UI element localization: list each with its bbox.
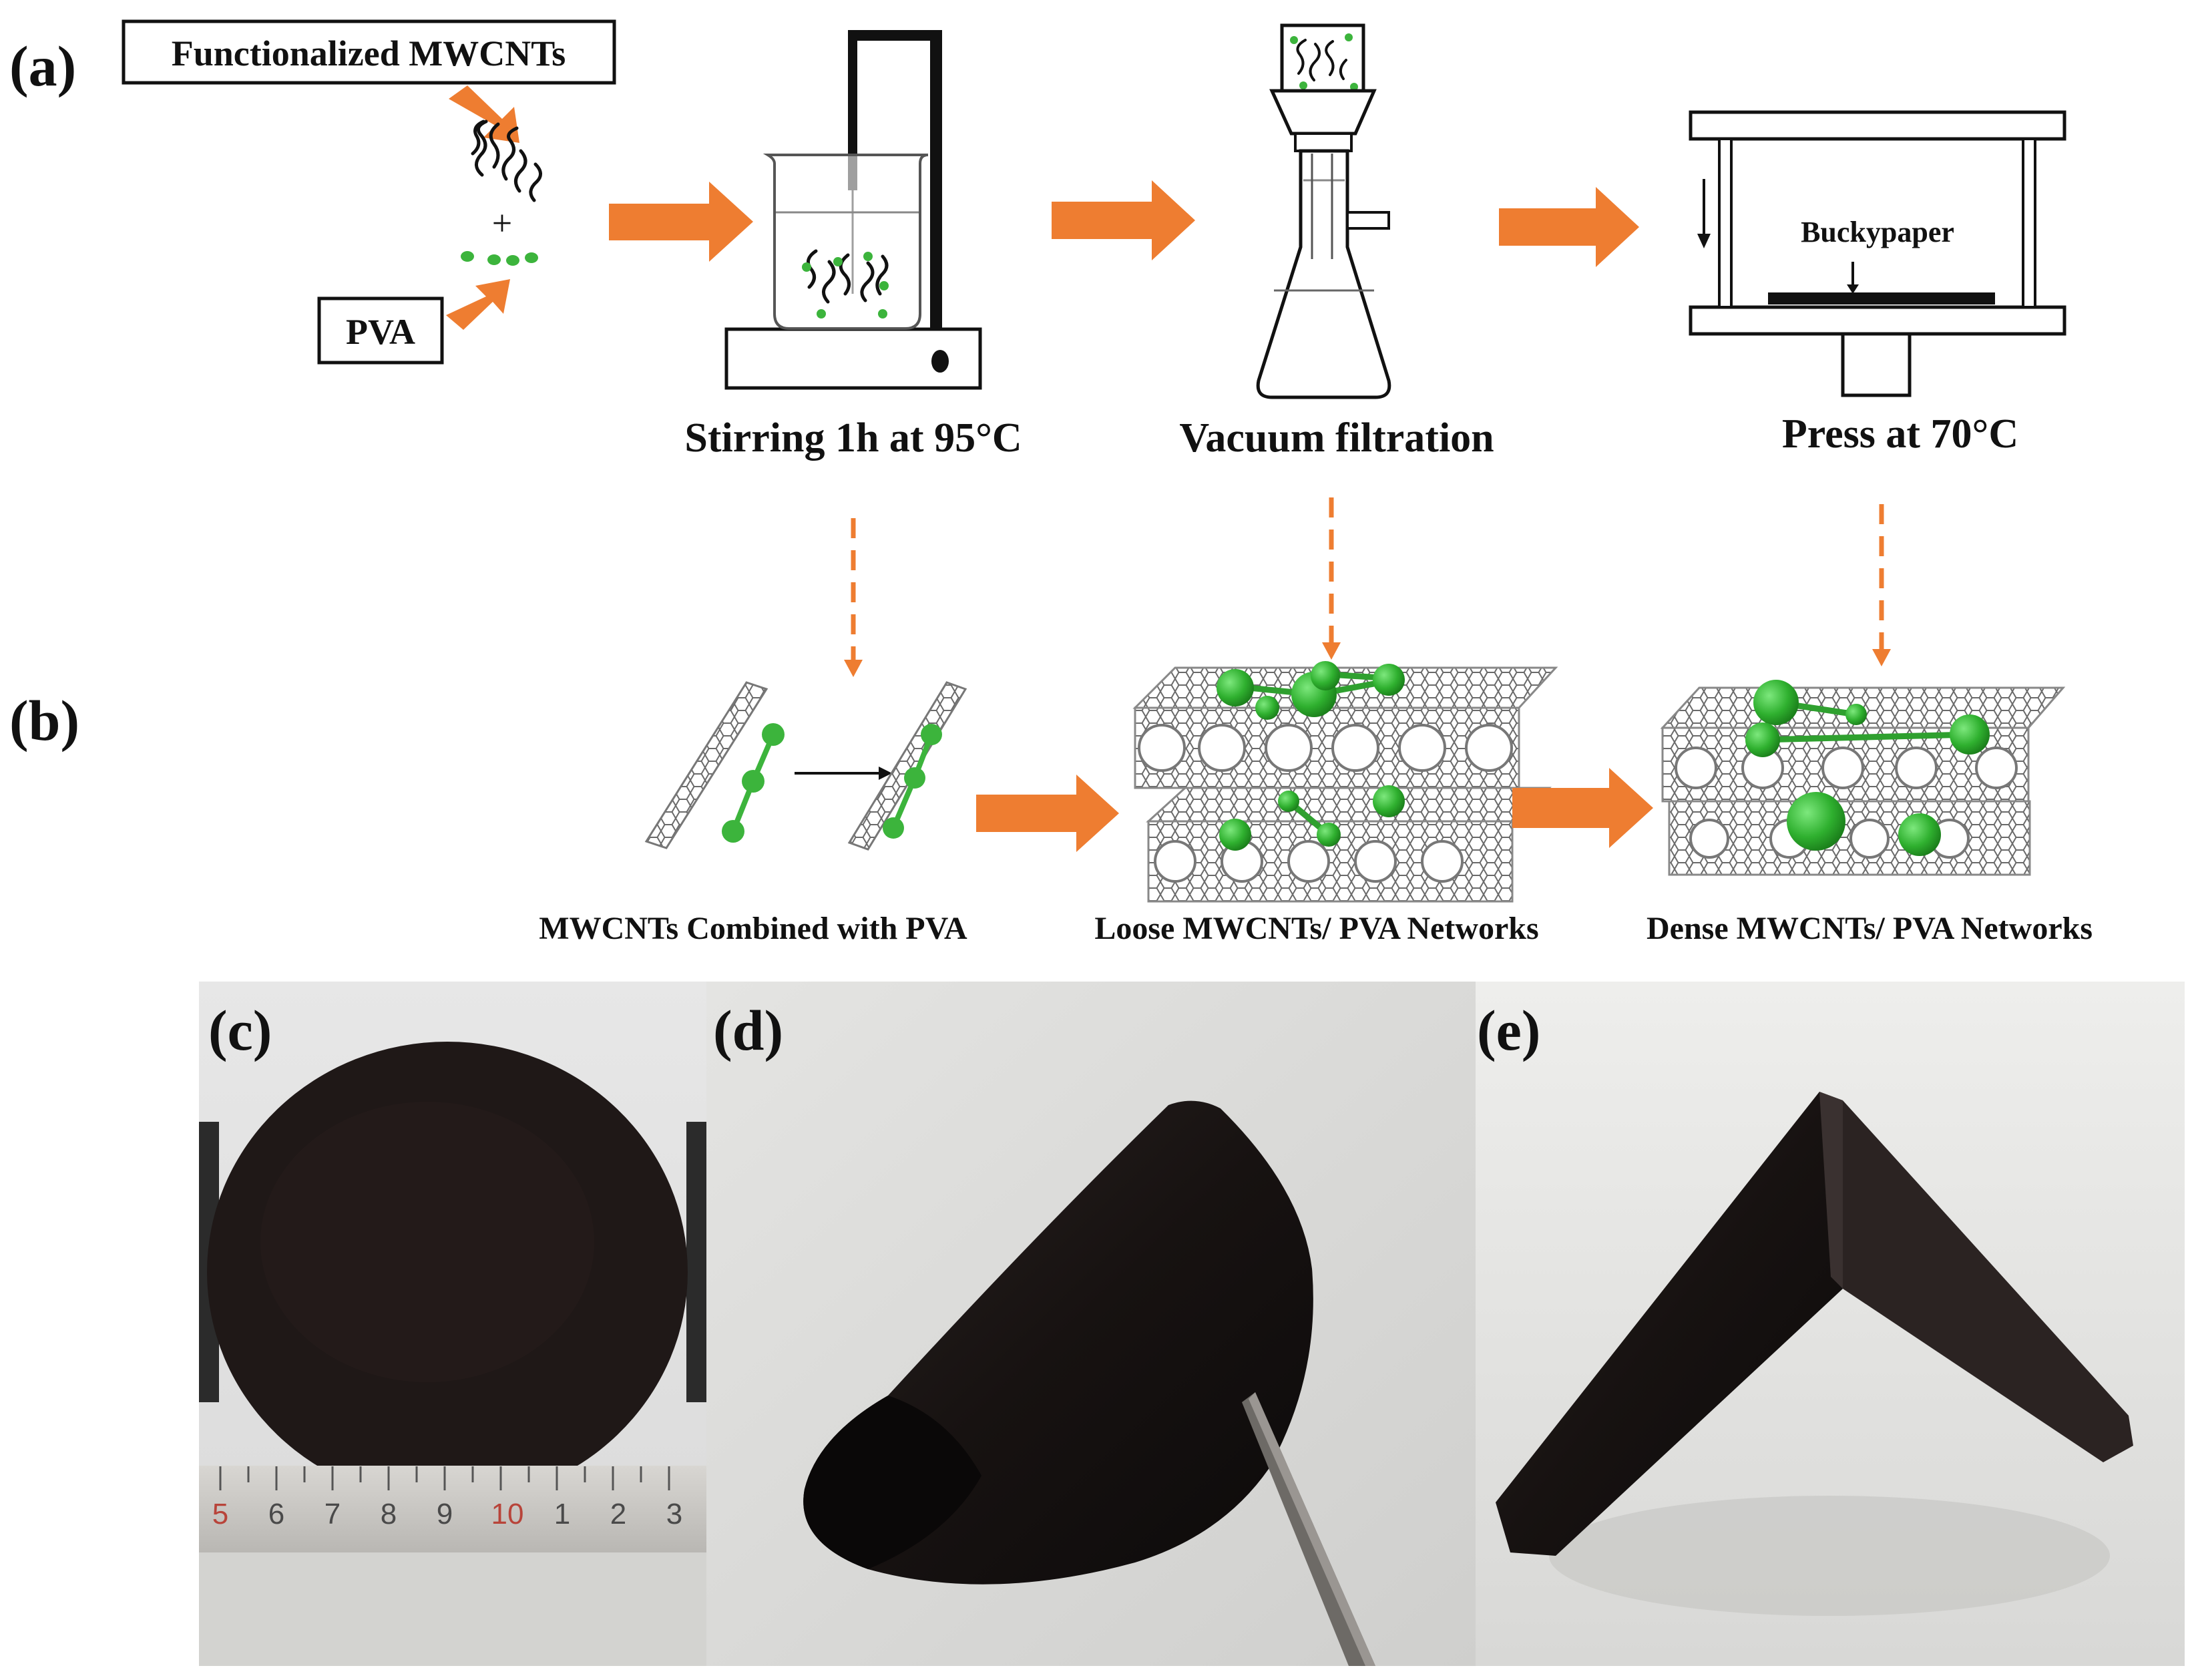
beaker — [762, 154, 929, 330]
vacuum-filtration-apparatus — [1256, 23, 1391, 399]
photo-panel-c: 5 6 7 8 9 10 1 2 3 (c) — [199, 982, 706, 1666]
ruler-number: 8 — [381, 1498, 397, 1530]
mwcnt-tangle-icon — [471, 120, 542, 202]
network-label-combined: MWCNTs Combined with PVA — [539, 911, 967, 946]
step-label-vacuum: Vacuum filtration — [1179, 415, 1494, 461]
pva-chain-icon — [722, 723, 785, 843]
panel-label-e: (e) — [1477, 998, 1540, 1062]
dashed-connector-heads — [844, 642, 1891, 677]
ruler-number: 10 — [491, 1498, 524, 1530]
mix-plus-sign: + — [492, 203, 512, 243]
pva-input-box: PVA — [317, 296, 444, 365]
photo-panel-e: (e) — [1476, 982, 2185, 1666]
ruler-number: 3 — [666, 1498, 682, 1530]
filter-funnel-cone — [1269, 89, 1377, 136]
stand-arm — [848, 30, 941, 41]
single-nanotube-icon — [644, 681, 769, 849]
network-label-dense: Dense MWCNTs/ PVA Networks — [1647, 911, 2093, 946]
process-arrow-1 — [609, 182, 753, 262]
process-arrow-b1 — [976, 775, 1119, 852]
ruler-number: 9 — [437, 1498, 453, 1530]
buckypaper-sheet — [1768, 292, 1995, 304]
stirrer-rod — [848, 30, 857, 190]
ruler-number: 2 — [610, 1498, 626, 1530]
mwcnts-box-label: Functionalized MWCNTs — [172, 33, 566, 73]
pva-dots-icon — [461, 251, 538, 266]
ruler-number: 5 — [212, 1498, 228, 1530]
folded-buckypaper-right — [1843, 1100, 2133, 1462]
dashed-connectors — [851, 497, 1884, 661]
process-arrow-b2 — [1512, 768, 1653, 848]
hotplate-knob — [931, 350, 949, 373]
step-label-press: Press at 70°C — [1782, 411, 2018, 457]
panel-label-d: (d) — [713, 998, 783, 1062]
stand-pole — [930, 30, 942, 329]
process-arrow-2 — [1052, 180, 1195, 260]
photo-panel-d: (d) — [706, 982, 1476, 1666]
folded-buckypaper-left — [1496, 1092, 1843, 1556]
mwcnts-feed-arrow — [449, 85, 519, 143]
combine-arrow — [795, 767, 892, 780]
stirring-apparatus — [724, 30, 982, 390]
process-arrow-3 — [1499, 187, 1639, 267]
press-base — [1841, 332, 1912, 397]
ruler-number: 1 — [554, 1498, 570, 1530]
press-bottom-plate — [1689, 305, 2066, 336]
panel-label-c: (c) — [208, 998, 272, 1062]
dense-network-icon — [1660, 680, 2066, 876]
filter-flask — [1256, 149, 1391, 399]
pva-feed-arrow — [446, 279, 510, 330]
pva-box-label: PVA — [346, 312, 415, 352]
buckypaper-label: Buckypaper — [1801, 216, 1954, 248]
nanotube-with-pva-icon — [847, 681, 967, 851]
loose-network-icon — [1132, 661, 1558, 903]
ruler-number: 7 — [324, 1498, 341, 1530]
network-label-loose: Loose MWCNTs/ PVA Networks — [1094, 911, 1538, 946]
hot-press-apparatus: Buckypaper — [1689, 110, 2066, 397]
panel-label-a: (a) — [9, 34, 76, 98]
press-top-plate — [1689, 110, 2066, 141]
ruler — [199, 1466, 706, 1552]
funnel-stopper — [1294, 132, 1353, 152]
step-label-stirring: Stirring 1h at 95°C — [684, 415, 1022, 461]
mwcnts-input-box: Functionalized MWCNTs — [122, 19, 616, 85]
ruler-number: 6 — [268, 1498, 284, 1530]
panel-label-b: (b) — [9, 688, 79, 753]
flask-side-arm — [1346, 211, 1390, 230]
ruler-ticks — [219, 1466, 670, 1490]
